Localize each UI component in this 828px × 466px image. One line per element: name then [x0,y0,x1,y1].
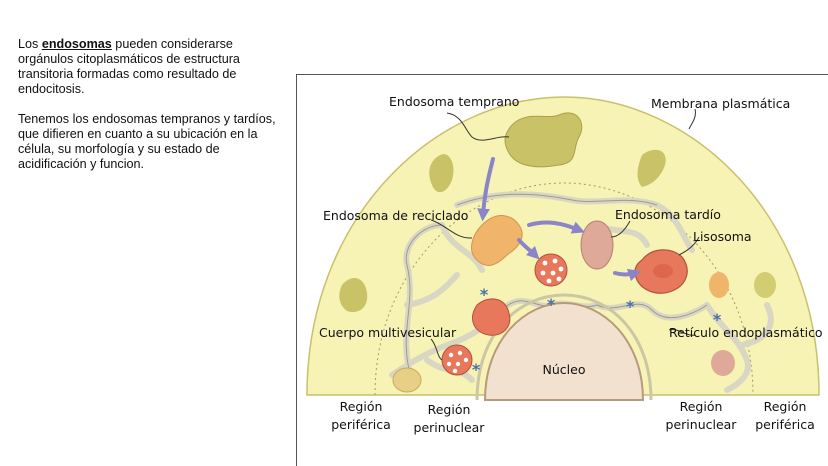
label-endosoma-temprano: Endosoma temprano [389,94,519,109]
region-perinuclear-right-line-1: Región [680,399,723,414]
description-paragraph-1: Los endosomas pueden considerarse orgánu… [18,37,276,97]
label-endosoma-reciclado: Endosoma de reciclado [323,208,468,223]
lysosome-core [653,264,673,278]
label-membrana-plasmatica: Membrana plasmática [651,96,790,111]
svg-text:*: * [547,295,556,314]
label-reticulo-endoplasmatico: Retículo endoplasmático [669,325,823,340]
region-periferica-left-line-2: periférica [331,417,390,432]
description-text: Los [18,37,42,51]
svg-text:*: * [480,285,489,304]
svg-text:*: * [713,310,722,329]
multivesicular-body [534,253,568,287]
vesicle [754,272,776,298]
description-paragraph-2: Tenemos los endosomas tempranos y tardío… [18,112,276,171]
endosomas-term: endosomas [41,37,112,51]
lysosome [472,298,511,336]
description-text: pueden considerarse orgánulos citoplasmá… [18,37,240,96]
trafficking-arrows [477,157,642,282]
label-nucleo: Núcleo [543,362,586,377]
region-perinuclear-left-line-1: Región [428,402,471,417]
early-endosome [429,154,454,193]
region-perinuclear-left-line-2: perinuclear [414,420,486,435]
early-endosome [339,278,368,313]
multivesicular-body [441,344,473,376]
endosome-diagram: * * * * * Endosoma temprano Membrana pla… [296,74,828,466]
svg-text:*: * [626,297,635,316]
vesicle [392,367,422,393]
label-endosoma-tardio: Endosoma tardío [615,207,721,222]
early-endosome [504,112,583,168]
region-perinuclear-right-line-2: perinuclear [666,417,738,432]
vesicle [711,350,735,376]
region-periferica-left-line-1: Región [340,399,383,414]
nuclear-envelope [475,293,653,401]
label-lisosoma: Lisosoma [693,229,752,244]
vesicle [709,272,729,298]
late-endosome [580,220,614,270]
svg-text:*: * [472,360,481,379]
region-periferica-right-line-2: periférica [755,417,814,432]
asterisk-markers: * * * * * [472,285,722,379]
nucleus [483,301,645,401]
recycling-endosome [471,215,523,266]
region-periferica-right-line-1: Región [764,399,807,414]
leader-lines [430,108,700,361]
diagram-svg: * * * * * Endosoma temprano Membrana pla… [306,94,823,435]
description-panel: Los endosomas pueden considerarse orgánu… [18,37,276,187]
early-endosome [637,149,666,187]
label-cuerpo-multivesicular: Cuerpo multivesicular [319,325,457,340]
